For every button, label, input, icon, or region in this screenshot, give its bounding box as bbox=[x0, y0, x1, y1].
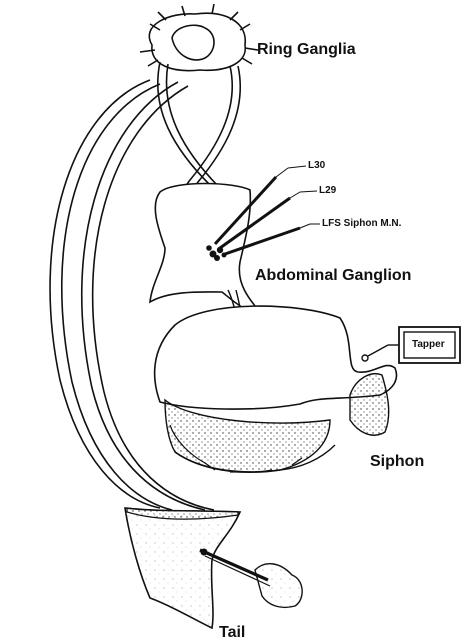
ring-ganglia bbox=[140, 4, 258, 71]
l30-label: L30 bbox=[308, 161, 325, 171]
siphon-mantle bbox=[155, 306, 397, 472]
tapper-label: Tapper bbox=[412, 340, 445, 350]
lfs-siphon-mn-label: LFS Siphon M.N. bbox=[322, 219, 401, 229]
l29-label: L29 bbox=[319, 186, 336, 196]
siphon-label: Siphon bbox=[370, 454, 424, 470]
abdominal-ganglion-label: Abdominal Ganglion bbox=[255, 268, 411, 284]
ring-ganglia-label: Ring Ganglia bbox=[257, 42, 356, 58]
abdominal-ganglion bbox=[150, 184, 265, 319]
tapper-device bbox=[362, 327, 460, 363]
tail bbox=[125, 508, 302, 628]
tail-label: Tail bbox=[219, 625, 245, 641]
